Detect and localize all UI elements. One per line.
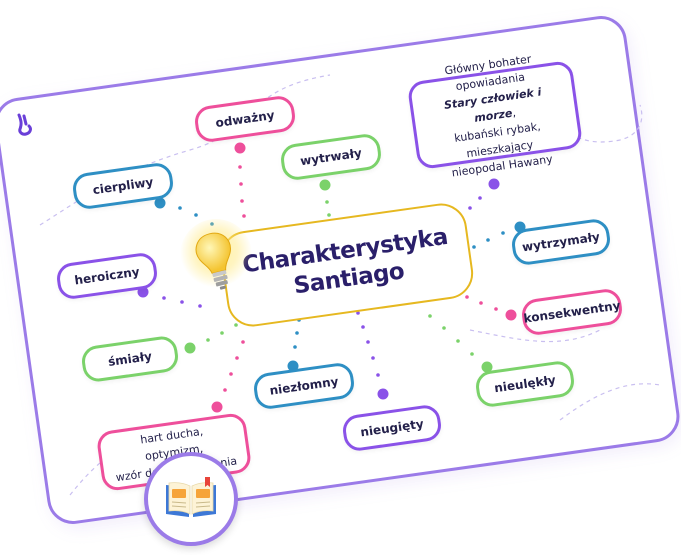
brand-logo-icon: [17, 113, 32, 136]
open-book-icon: [166, 477, 216, 517]
book-badge: [144, 452, 238, 546]
lightbulb-icon: [180, 219, 252, 291]
description-note: Główny bohater opowiadania Stary człowie…: [406, 52, 584, 179]
